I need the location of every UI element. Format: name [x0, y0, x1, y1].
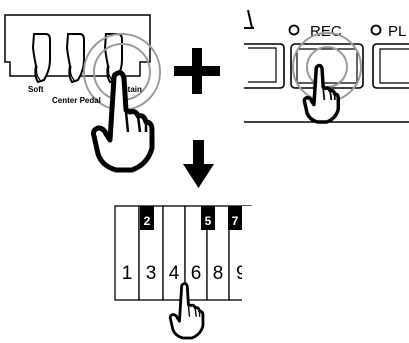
pointing-hand-icon — [168, 282, 205, 340]
svg-text:3: 3 — [146, 263, 157, 284]
svg-text:4: 4 — [169, 263, 180, 284]
soft-pedal[interactable] — [31, 33, 51, 84]
center-pedal[interactable] — [65, 33, 85, 84]
svg-text:7: 7 — [232, 214, 239, 228]
recorder-panel: REC PL — [244, 4, 409, 128]
svg-text:9: 9 — [236, 263, 247, 284]
plus-sign — [174, 48, 220, 94]
black-key-2[interactable]: 2 — [140, 206, 154, 230]
pointing-hand-icon — [302, 63, 341, 124]
center-pedal-label: Center Pedal — [52, 96, 101, 105]
rec-indicator-light — [288, 24, 300, 36]
svg-text:8: 8 — [213, 263, 224, 284]
black-key-5[interactable]: 5 — [201, 206, 215, 230]
arrow-down-icon — [183, 140, 214, 188]
svg-text:1: 1 — [122, 263, 133, 284]
svg-text:5: 5 — [205, 214, 212, 228]
rec-button[interactable] — [290, 43, 364, 89]
soft-pedal-label: Soft — [28, 85, 44, 94]
pointing-hand-icon — [91, 70, 155, 173]
pedal-panel: Soft Center Pedal Sustain — [4, 14, 161, 173]
svg-text:2: 2 — [144, 214, 151, 228]
black-key-7[interactable]: 7 — [228, 206, 242, 230]
rec-label: REC — [310, 23, 342, 40]
play-indicator-light — [370, 24, 382, 36]
svg-text:6: 6 — [191, 263, 202, 284]
sustain-pedal-label: Sustain — [113, 85, 142, 94]
play-label: PL — [388, 23, 406, 40]
keyboard: 1 3 4 6 8 9 2 5 — [114, 205, 254, 340]
white-key-1[interactable]: 1 — [114, 205, 140, 301]
